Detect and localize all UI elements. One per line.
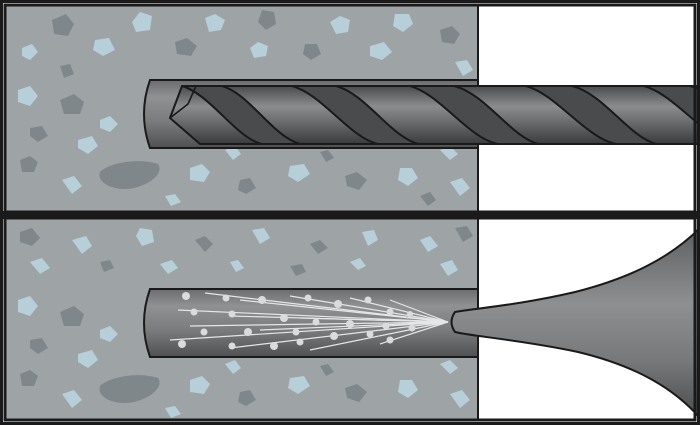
dust-streaks bbox=[169, 292, 449, 351]
aggregate-stones-top bbox=[18, 10, 473, 206]
blow-out-nozzle bbox=[450, 226, 700, 420]
drilled-hole-bottom bbox=[143, 288, 479, 358]
aggregate-stones-bottom bbox=[18, 226, 473, 418]
drill-flutes bbox=[181, 85, 700, 145]
panel-frame-bottom bbox=[3, 216, 697, 422]
panel-divider bbox=[0, 211, 700, 219]
dust-particles bbox=[178, 292, 416, 350]
panel-drilling bbox=[3, 3, 700, 214]
drill-tip-edge bbox=[169, 85, 197, 119]
drill-bit bbox=[168, 85, 700, 145]
panel-blow-out bbox=[3, 216, 700, 422]
